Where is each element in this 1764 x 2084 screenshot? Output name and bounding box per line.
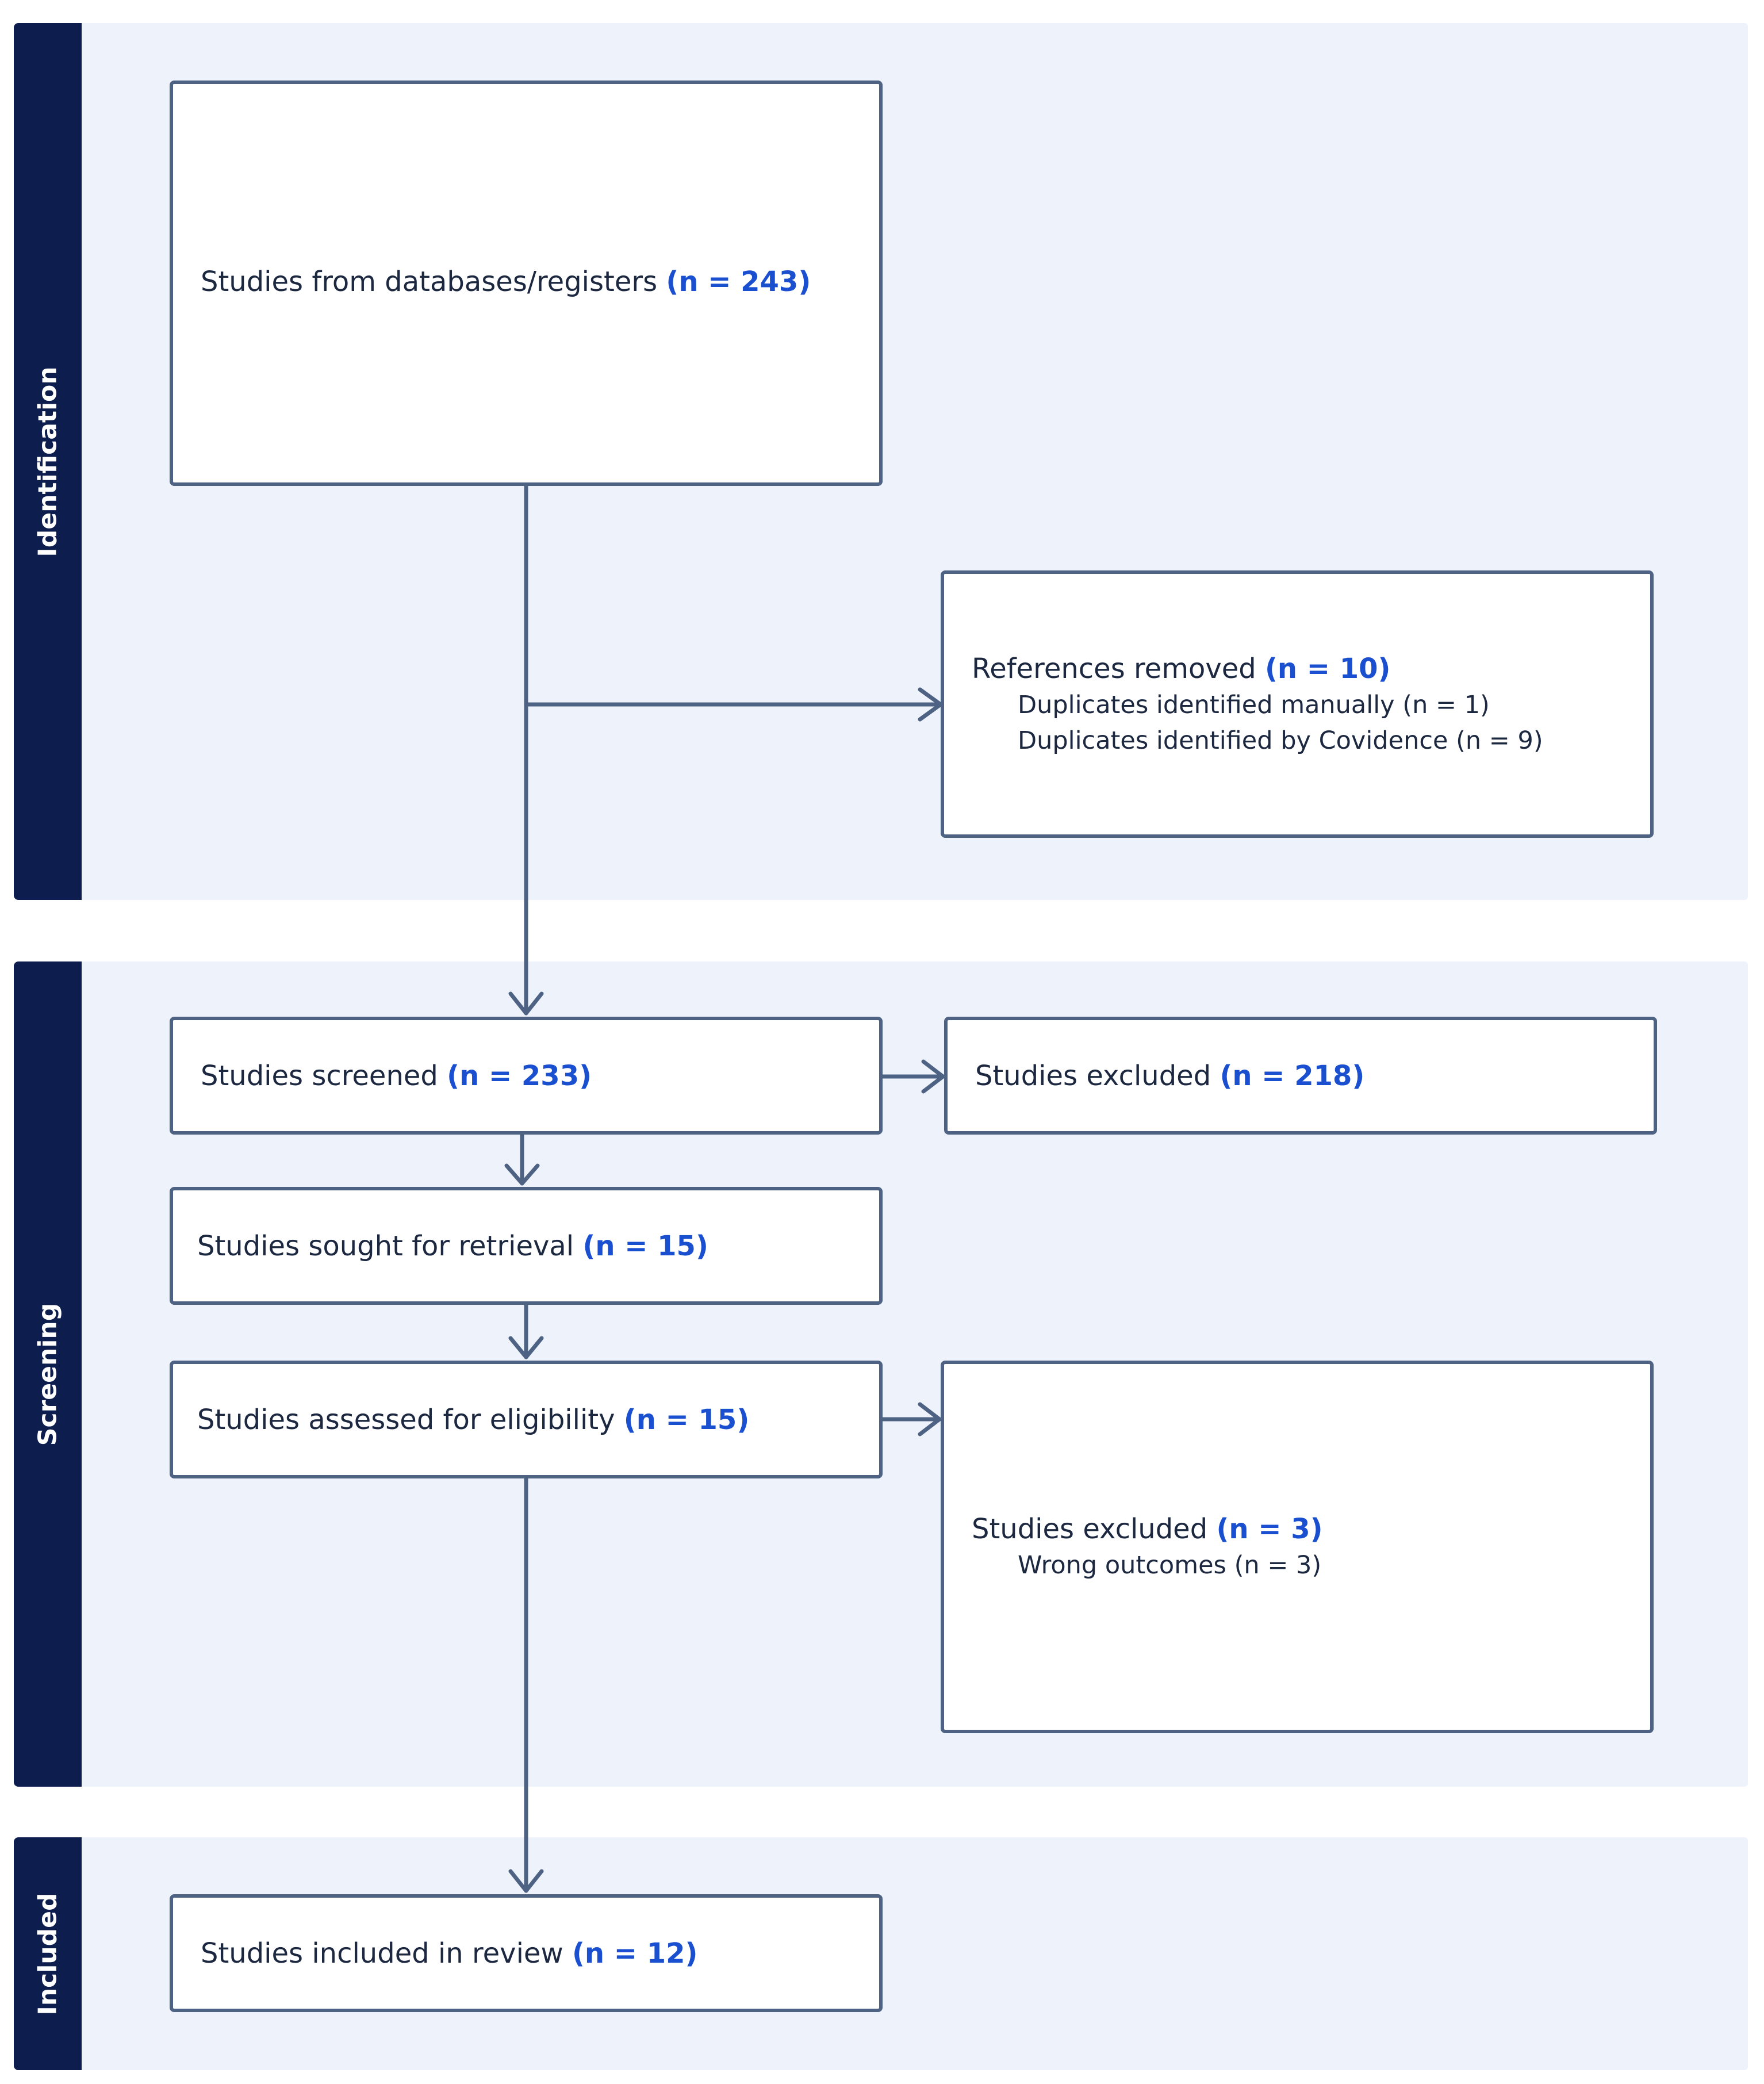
phase-identification-bar: Identification — [14, 23, 82, 900]
arrowhead-retrieval — [504, 1163, 540, 1186]
phase-included-bar: Included — [14, 1837, 82, 2070]
arrowhead-excluded-screen — [921, 1059, 945, 1094]
included-count: (n = 12) — [572, 1937, 698, 1970]
eligibility-label: Studies assessed for eligibility — [197, 1403, 615, 1436]
excluded-eligibility-line: Studies excluded (n = 3) — [972, 1511, 1650, 1547]
excluded-screen-label: Studies excluded — [975, 1059, 1211, 1092]
databases-label: Studies from databases/registers — [201, 266, 658, 298]
included-line: Studies included in review (n = 12) — [201, 1935, 879, 1972]
excluded-eligibility-label: Studies excluded — [972, 1513, 1208, 1545]
retrieval-line: Studies sought for retrieval (n = 15) — [197, 1228, 879, 1265]
arrowhead-included — [508, 1869, 544, 1893]
eligibility-box: Studies assessed for eligibility (n = 15… — [170, 1361, 883, 1478]
included-label: Studies included in review — [201, 1937, 563, 1970]
removed-label: References removed — [972, 652, 1256, 685]
excluded-eligibility-count: (n = 3) — [1216, 1513, 1323, 1545]
screened-label: Studies screened — [201, 1059, 438, 1092]
retrieval-label: Studies sought for retrieval — [197, 1229, 574, 1262]
references-removed-box: References removed (n = 10) Duplicates i… — [941, 570, 1654, 838]
excluded-eligibility-box: Studies excluded (n = 3) Wrong outcomes … — [941, 1361, 1654, 1733]
removed-count: (n = 10) — [1264, 652, 1391, 685]
eligibility-line: Studies assessed for eligibility (n = 15… — [197, 1401, 879, 1438]
excluded-eligibility-detail-outcomes: Wrong outcomes (n = 3) — [1018, 1551, 1322, 1580]
excluded-screen-line: Studies excluded (n = 218) — [975, 1058, 1654, 1094]
arrowhead-excluded-eligibility — [918, 1402, 942, 1436]
retrieval-count: (n = 15) — [582, 1229, 708, 1262]
phase-screening-bar: Screening — [14, 961, 82, 1787]
screened-box: Studies screened (n = 233) — [170, 1017, 883, 1135]
excluded-screen-box: Studies excluded (n = 218) — [944, 1017, 1657, 1135]
removed-detail-covidence: Duplicates identified by Covidence (n = … — [1018, 726, 1543, 755]
screened-count: (n = 233) — [447, 1059, 592, 1092]
arrowhead-eligibility — [508, 1336, 544, 1359]
databases-line: Studies from databases/registers (n = 24… — [201, 263, 879, 300]
excluded-screen-count: (n = 218) — [1220, 1059, 1365, 1092]
databases-count: (n = 243) — [666, 266, 811, 298]
databases-box: Studies from databases/registers (n = 24… — [170, 81, 883, 486]
removed-line: References removed (n = 10) — [972, 650, 1650, 687]
arrowhead-screened — [508, 991, 544, 1016]
retrieval-box: Studies sought for retrieval (n = 15) — [170, 1187, 883, 1305]
eligibility-count: (n = 15) — [623, 1403, 750, 1436]
screened-line: Studies screened (n = 233) — [201, 1058, 879, 1094]
removed-detail-manual: Duplicates identified manually (n = 1) — [1018, 690, 1490, 719]
included-box: Studies included in review (n = 12) — [170, 1894, 883, 2012]
